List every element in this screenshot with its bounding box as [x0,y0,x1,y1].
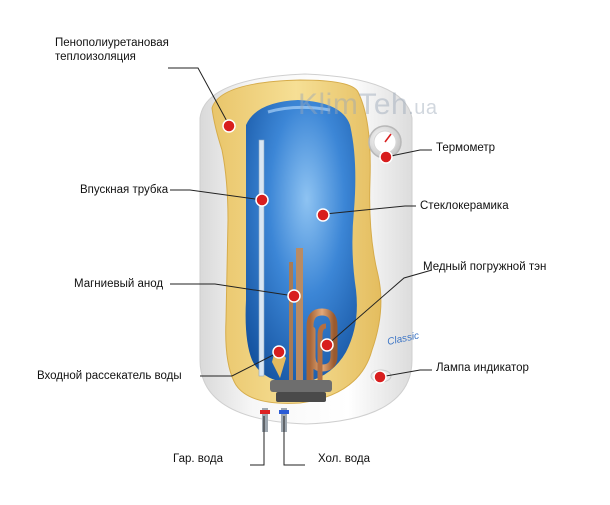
marker-glass-ceramic [316,208,330,222]
inlet-tube [258,139,265,377]
label-insulation-line1: Пенополиуретановая [55,37,169,49]
label-indicator-lamp: Лампа индикатор [436,362,529,374]
copper-heater [306,308,338,388]
label-glass-ceramic: Стеклокерамика [420,200,509,212]
marker-diffuser [272,345,286,359]
label-inlet-tube: Впускная трубка [80,184,169,196]
label-inlet-diffuser: Входной рассекатель воды [37,370,182,382]
marker-inlet-tube [255,193,269,207]
label-magnesium-anode: Магниевый анод [74,278,164,290]
label-thermometer: Термометр [436,142,496,154]
markers [222,119,393,384]
marker-thermometer [379,150,393,164]
watermark-suffix: .ua [408,97,438,119]
watermark-main: KlimTeh [298,88,409,121]
leader-lines [168,67,433,466]
marker-lamp [373,370,387,384]
marker-copper-heater [320,338,334,352]
bottom-flange [270,380,332,402]
marker-anode [287,289,301,303]
magnesium-anode [289,248,303,384]
marker-insulation [222,119,236,133]
label-cold-water: Хол. вода [318,453,371,465]
label-insulation-line2: теплоизоляция [55,51,136,63]
label-insulation: Пенополиуретановая теплоизоляция [55,36,169,64]
watermark: KlimTeh.ua [298,88,438,122]
thermometer-gauge [368,125,402,159]
label-copper-heater: Медный погружной тэн [423,261,547,273]
label-hot-water: Гар. вода [173,453,223,465]
